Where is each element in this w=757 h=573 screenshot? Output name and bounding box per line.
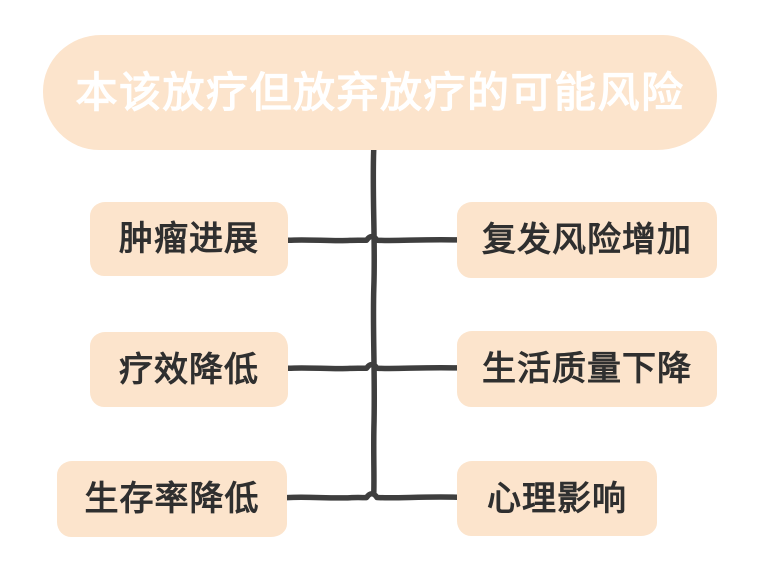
branch-node-reduced-efficacy: 疗效降低 <box>90 332 288 407</box>
branch-node-increased-recurrence-risk: 复发风险增加 <box>457 202 717 278</box>
branch-line-row2 <box>285 361 460 372</box>
branch-line-row1 <box>285 233 460 244</box>
branch-node-tumor-progression: 肿瘤进展 <box>90 202 288 276</box>
branch-line-row3 <box>284 491 460 501</box>
branch-node-lower-survival-rate: 生存率降低 <box>57 461 287 537</box>
branch-node-reduced-quality-of-life: 生活质量下降 <box>457 331 717 407</box>
trunk-line <box>370 147 378 496</box>
branch-node-psychological-impact: 心理影响 <box>457 461 657 536</box>
root-topic-node: 本该放疗但放弃放疗的可能风险 <box>43 35 717 150</box>
